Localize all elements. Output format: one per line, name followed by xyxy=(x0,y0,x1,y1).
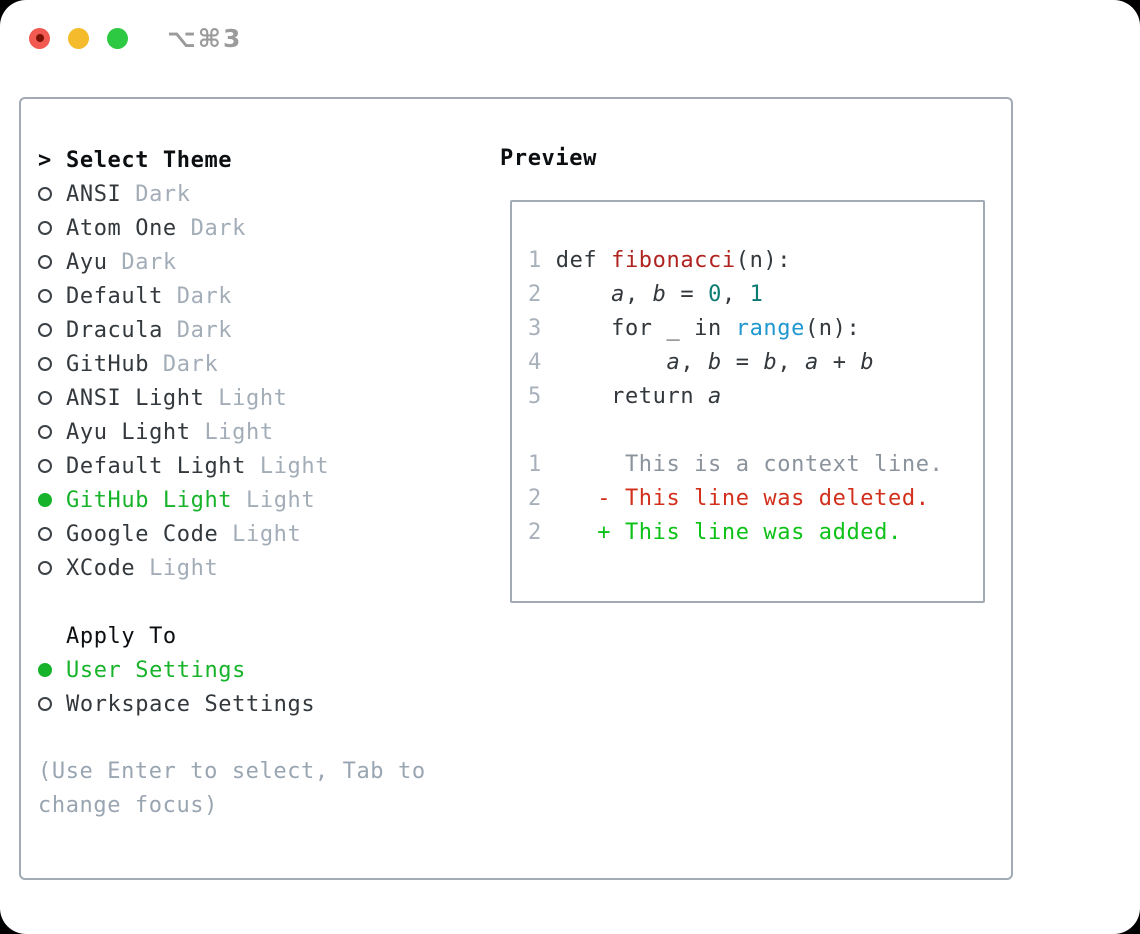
theme-variant-label: Light xyxy=(246,453,330,479)
option-label: Ayu Light xyxy=(66,419,191,445)
theme-variant-label: Dark xyxy=(149,351,219,377)
option-label: GitHub Light xyxy=(66,487,233,513)
line-number: 2 xyxy=(528,486,542,511)
option-label: XCode xyxy=(66,555,136,581)
theme-variant-label: Light xyxy=(190,419,274,445)
radio-unselected-icon xyxy=(38,391,52,405)
line-number: 2 xyxy=(528,282,542,307)
spacer xyxy=(38,721,426,755)
code-block: 1 def fibonacci(n): 2 a, b = 0, 1 3 for _ … xyxy=(528,244,983,414)
radio-unselected-icon xyxy=(38,187,52,201)
theme-variant-label: Dark xyxy=(121,181,191,207)
option-label: Workspace Settings xyxy=(66,691,316,717)
theme-item[interactable]: Atom One Dark xyxy=(38,211,426,245)
theme-item[interactable]: Default Dark xyxy=(38,279,426,313)
radio-unselected-icon xyxy=(38,255,52,269)
minimize-button-icon[interactable] xyxy=(68,27,89,49)
option-label: Default Light xyxy=(66,453,246,479)
option-label: GitHub xyxy=(66,351,150,377)
theme-variant-label: Dark xyxy=(162,317,233,343)
apply-to-item[interactable]: User Settings xyxy=(38,653,426,687)
line-number: 1 xyxy=(528,248,542,273)
theme-variant-label: Light xyxy=(218,521,302,547)
code-line: 3 for _ in range(n): xyxy=(528,316,861,341)
radio-unselected-icon xyxy=(38,527,52,541)
code-line: 5 return a xyxy=(528,384,722,409)
radio-selected-icon xyxy=(38,663,52,677)
titlebar: ⌥⌘3 xyxy=(0,0,1140,76)
apply-to-header-row: Apply To xyxy=(38,619,426,653)
help-text-line-1: (Use Enter to select, Tab to xyxy=(38,759,426,784)
radio-selected-icon xyxy=(38,493,52,507)
code-line: 4 a, b = b, a + b xyxy=(528,350,875,375)
theme-variant-label: Dark xyxy=(176,215,246,241)
diff-line-deleted: 2 - This line was deleted. xyxy=(528,486,930,511)
line-number: 1 xyxy=(528,452,542,477)
preview-box: 1 def fibonacci(n): 2 a, b = 0, 1 3 for _ … xyxy=(510,200,985,603)
theme-variant-label: Dark xyxy=(107,249,177,275)
radio-unselected-icon xyxy=(38,459,52,473)
option-label: Default xyxy=(66,283,163,309)
line-number: 2 xyxy=(528,520,542,545)
radio-unselected-icon xyxy=(38,289,52,303)
spacer xyxy=(38,585,426,619)
option-label: ANSI xyxy=(66,181,122,207)
theme-item[interactable]: Google Code Light xyxy=(38,517,426,551)
option-label: Atom One xyxy=(66,215,177,241)
theme-item[interactable]: Dracula Dark xyxy=(38,313,426,347)
apply-to-header: Apply To xyxy=(66,623,177,649)
code-line: 2 a, b = 0, 1 xyxy=(528,282,764,307)
theme-variant-label: Dark xyxy=(162,283,233,309)
zoom-button-icon[interactable] xyxy=(107,27,128,49)
option-label: User Settings xyxy=(66,657,246,683)
prompt-caret: > xyxy=(38,147,52,173)
theme-item[interactable]: ANSI Dark xyxy=(38,177,426,211)
diff-line-context: 1 This is a context line. xyxy=(528,452,944,477)
code-line: 1 def fibonacci(n): xyxy=(528,248,792,273)
diff-line-added: 2 + This line was added. xyxy=(528,520,902,545)
theme-item[interactable]: GitHub Dark xyxy=(38,347,426,381)
radio-unselected-icon xyxy=(38,357,52,371)
window-title: ⌥⌘3 xyxy=(167,23,243,53)
traffic-lights xyxy=(29,27,128,49)
preview-header: Preview xyxy=(500,146,597,171)
option-label: Google Code xyxy=(66,521,219,547)
theme-variant-label: Light xyxy=(135,555,219,581)
radio-unselected-icon xyxy=(38,425,52,439)
theme-item[interactable]: ANSI Light Light xyxy=(38,381,426,415)
line-number: 3 xyxy=(528,316,542,341)
theme-item[interactable]: GitHub Light Light xyxy=(38,483,426,517)
radio-unselected-icon xyxy=(38,561,52,575)
close-button-icon[interactable] xyxy=(29,27,50,49)
select-theme-header-row: > Select Theme xyxy=(38,143,426,177)
diff-block: 1 This is a context line. 2 - This line w… xyxy=(528,448,983,550)
theme-item[interactable]: Ayu Light Light xyxy=(38,415,426,449)
radio-unselected-icon xyxy=(38,323,52,337)
radio-unselected-icon xyxy=(38,697,52,711)
option-label: Dracula xyxy=(66,317,163,343)
theme-item[interactable]: Default Light Light xyxy=(38,449,426,483)
theme-variant-label: Light xyxy=(232,487,316,513)
select-theme-header: Select Theme xyxy=(66,147,233,173)
theme-item[interactable]: XCode Light xyxy=(38,551,426,585)
theme-variant-label: Light xyxy=(204,385,288,411)
theme-item[interactable]: Ayu Dark xyxy=(38,245,426,279)
line-number: 4 xyxy=(528,350,542,375)
line-number: 5 xyxy=(528,384,542,409)
option-label: ANSI Light xyxy=(66,385,205,411)
option-label: Ayu xyxy=(66,249,108,275)
code-preview: 1 def fibonacci(n): 2 a, b = 0, 1 3 for _ … xyxy=(512,202,983,550)
radio-unselected-icon xyxy=(38,221,52,235)
apply-to-item[interactable]: Workspace Settings xyxy=(38,687,426,721)
help-text-line-2: change focus) xyxy=(38,793,218,818)
